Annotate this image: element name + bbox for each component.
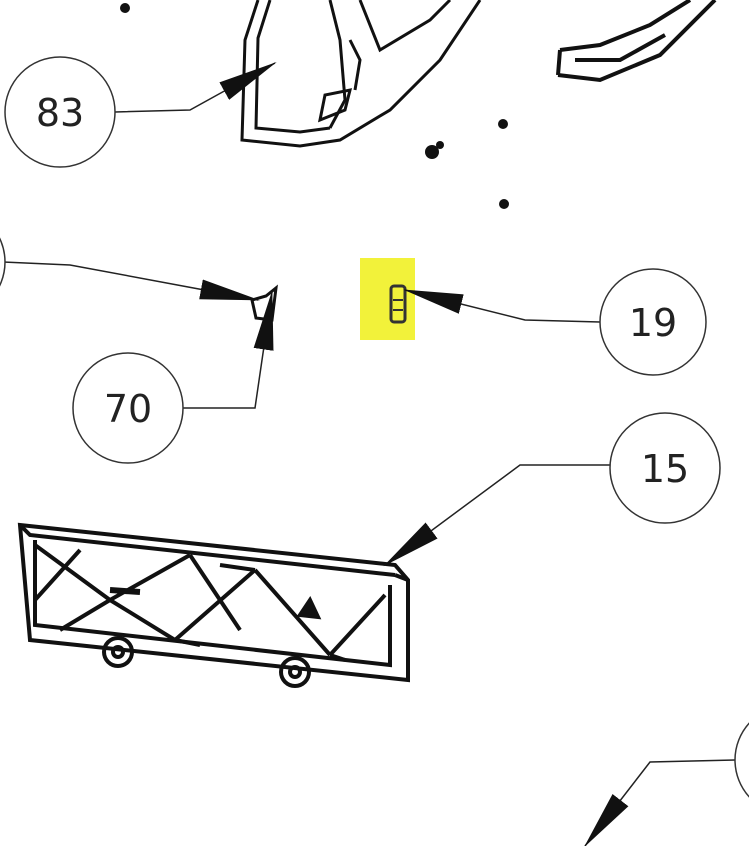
callout-70-circle — [72, 352, 184, 464]
callout-19-label: 19 — [629, 301, 677, 345]
part-15-grille — [17, 522, 410, 688]
highlight-marker — [360, 258, 415, 340]
callout-15-label: 15 — [641, 447, 689, 491]
callout-15-circle — [609, 412, 721, 524]
leader-70 — [183, 290, 274, 409]
callout-83-circle — [4, 56, 116, 168]
leader-left — [2, 261, 260, 301]
callout-83-label: 83 — [36, 91, 84, 135]
callout-left-partial-circle — [0, 237, 6, 287]
leader-19 — [403, 289, 601, 323]
callout-19-circle — [599, 268, 707, 376]
leader-83 — [114, 62, 277, 113]
part-83-housing — [240, 0, 482, 148]
screws — [120, 3, 509, 209]
leader-15 — [383, 464, 610, 567]
leader-bottom-right — [583, 759, 736, 846]
callout-bottom-right-partial-circle — [734, 722, 749, 798]
part-handle — [556, 0, 717, 83]
callout-70-label: 70 — [104, 387, 152, 431]
